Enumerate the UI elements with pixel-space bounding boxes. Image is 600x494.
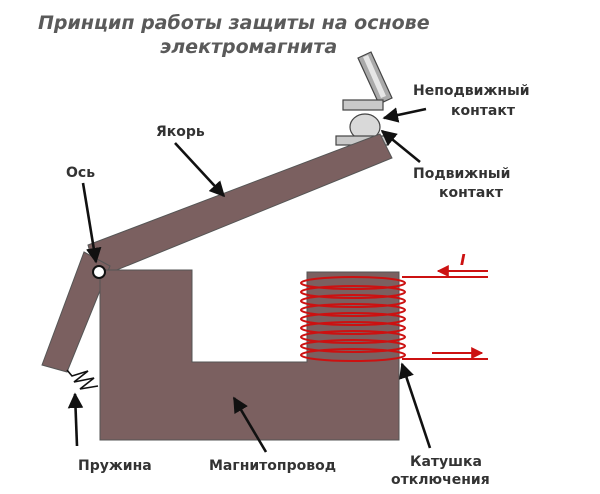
moving-contact-label-1: Подвижный [413, 166, 510, 182]
title-line-2: электромагнита [160, 36, 337, 58]
axis-label: Ось [66, 165, 95, 181]
spring-label: Пружина [78, 458, 152, 474]
moving-contact-pointer [380, 129, 421, 164]
coil-label-2: отключения [391, 472, 490, 488]
coil-pointer [399, 362, 432, 449]
core-pointer [232, 396, 268, 453]
moving-contact-label-2: контакт [439, 185, 504, 201]
armature-pointer [174, 142, 226, 198]
fixed-contact-label-1: Неподвижный [413, 83, 530, 99]
spring [66, 369, 99, 390]
magnetic-core [99, 269, 400, 441]
coil-label-1: Катушка [410, 454, 482, 470]
core-label: Магнитопровод [209, 458, 336, 474]
fixed-contact-pointer [382, 107, 427, 123]
coil-leads [402, 265, 488, 360]
current-label: I [460, 251, 466, 269]
pivot-axis [92, 265, 106, 279]
trip-coil [300, 276, 406, 362]
armature [87, 133, 393, 279]
fixed-contact-label-2: контакт [451, 103, 516, 119]
fixed-contact [342, 51, 393, 111]
armature-label: Якорь [156, 124, 205, 140]
axis-pointer [81, 182, 102, 264]
title-line-1: Принцип работы защиты на основе [38, 12, 430, 34]
spring-pointer [67, 392, 84, 447]
